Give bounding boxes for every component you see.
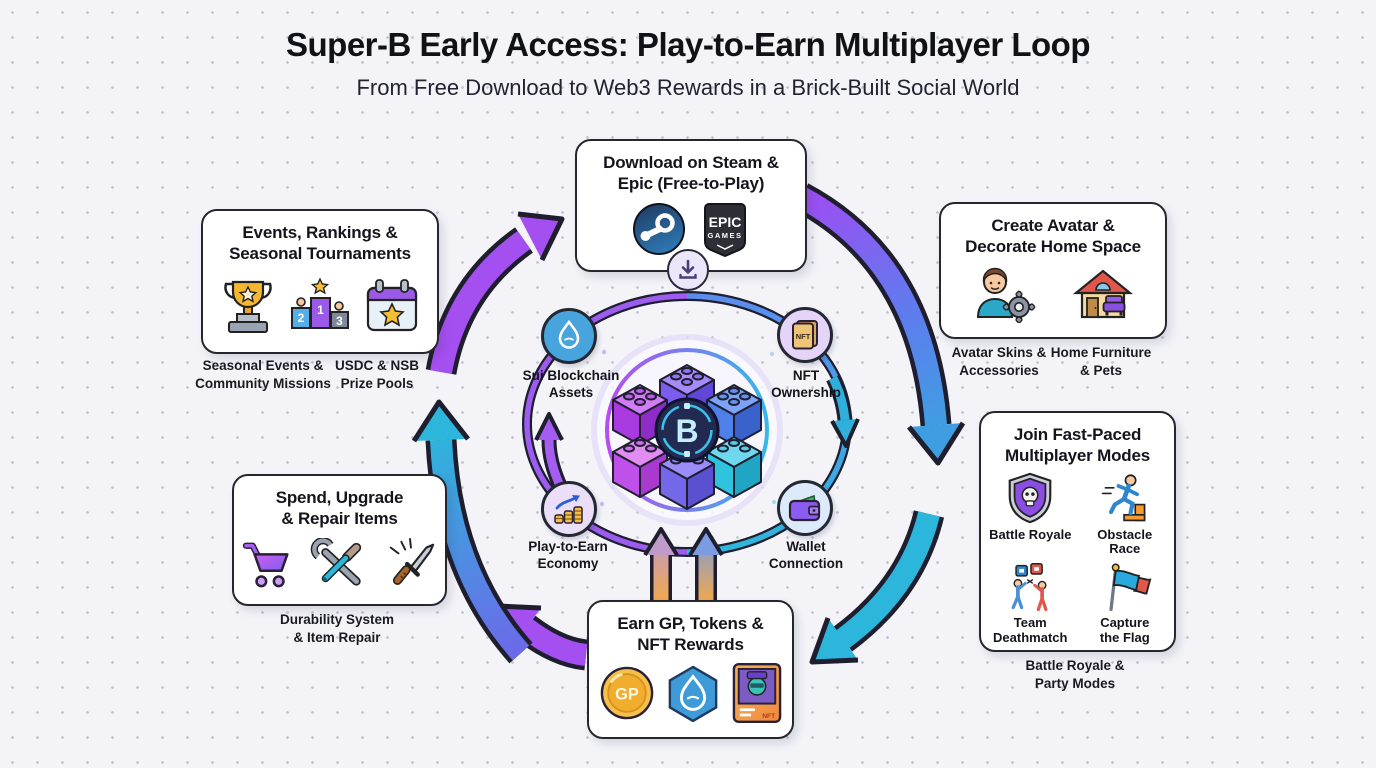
- mode-label-capture-flag: Capture the Flag: [1099, 615, 1150, 646]
- arrow-modes-to-earn: [809, 510, 945, 665]
- team-deathmatch-icon: [1011, 563, 1048, 612]
- epic-games-text: GAMES: [707, 231, 742, 240]
- outer-loop-arrows: [411, 183, 966, 671]
- hub-coin-letter: B: [675, 413, 698, 449]
- page-subtitle: From Free Download to Web3 Rewards in a …: [356, 75, 1020, 100]
- box-spend-upgrade: Spend, Upgrade & Repair Items: [232, 474, 447, 606]
- caption-seasonal-events: Seasonal Events & Community Missions: [195, 358, 331, 391]
- caption-avatar-skins: Avatar Skins & Accessories: [951, 345, 1047, 378]
- ring-arrow-nft-to-wallet: [826, 374, 860, 448]
- page-header: Super-B Early Access: Play-to-Earn Multi…: [0, 26, 1376, 101]
- podium-2: 2: [298, 311, 305, 325]
- nft-docs-icon: NFT: [792, 320, 818, 350]
- caption-home-furniture: Home Furniture & Pets: [1050, 345, 1152, 378]
- avatar-customize-icon: [976, 268, 1036, 324]
- capture-flag-icon: [1109, 563, 1152, 612]
- node-label-economy: Play-to-Earn Economy: [528, 539, 608, 571]
- box-events-rankings: Events, Rankings & Seasonal Tournaments …: [201, 209, 439, 354]
- steam-icon: [633, 203, 685, 256]
- box-spend-title: Spend, Upgrade & Repair Items: [275, 488, 404, 529]
- node-play-to-earn: [541, 481, 597, 537]
- gp-coin-label: GP: [615, 686, 639, 704]
- mode-label-battle-royale: Battle Royale: [989, 526, 1072, 542]
- shopping-cart-icon: [242, 542, 289, 588]
- box-multiplayer-modes: Join Fast-Paced Multiplayer Modes Battle…: [979, 411, 1176, 652]
- mode-capture-the-flag: Capture the Flag: [1082, 561, 1169, 646]
- sui-token-icon: [668, 665, 717, 723]
- caption-durability: Durability System & Item Repair: [279, 612, 395, 645]
- caption-usdc-prize-pools: USDC & NSB Prize Pools: [334, 358, 419, 391]
- central-hub: B: [591, 334, 783, 526]
- download-icon: [679, 259, 697, 279]
- mode-obstacle-race: Obstacle Race: [1082, 471, 1169, 558]
- node-label-nft: NFT Ownership: [771, 368, 841, 400]
- box-modes-title: Join Fast-Paced Multiplayer Modes: [1005, 425, 1150, 466]
- obstacle-race-icon: [1101, 473, 1146, 521]
- arrow-download-to-modes: [793, 183, 966, 466]
- sui-drop-icon: [558, 320, 580, 349]
- arrow-spend-to-events: [411, 399, 533, 664]
- nft-card-icon: NFT: [732, 663, 781, 724]
- box-avatar-title: Create Avatar & Decorate Home Space: [965, 216, 1141, 257]
- page-title: Super-B Early Access: Play-to-Earn Multi…: [286, 26, 1090, 63]
- node-nft-ownership: NFT: [777, 307, 833, 363]
- wallet-icon: [788, 494, 821, 522]
- node-label-wallet: Wallet Connection: [768, 539, 844, 571]
- podium-1: 1: [317, 303, 324, 317]
- download-badge: [667, 249, 709, 291]
- reward-flow-arrows: [643, 527, 724, 601]
- epic-games-icon: EPIC GAMES: [704, 203, 746, 258]
- hub-coin-badge: B: [654, 397, 720, 463]
- repair-tools-icon: [310, 537, 361, 586]
- nft-card-label: NFT: [762, 713, 776, 720]
- mode-battle-royale: Battle Royale: [987, 471, 1074, 558]
- gp-coin-icon: GP: [600, 666, 653, 720]
- epic-text: EPIC: [709, 214, 742, 230]
- box-events-title: Events, Rankings & Seasonal Tournaments: [229, 223, 411, 264]
- mode-team-deathmatch: Team Deathmatch: [987, 561, 1074, 646]
- coins-growth-icon: [554, 495, 583, 524]
- box-earn-rewards: Earn GP, Tokens & NFT Rewards GP: [587, 600, 794, 739]
- calendar-star-icon: [366, 279, 418, 332]
- mode-label-obstacle-race: Obstacle Race: [1097, 526, 1153, 557]
- box-earn-title: Earn GP, Tokens & NFT Rewards: [617, 614, 764, 655]
- caption-battle-royale-party: Battle Royale & Party Modes: [1025, 658, 1125, 691]
- box-create-avatar: Create Avatar & Decorate Home Space: [939, 202, 1167, 339]
- node-wallet-connection: [777, 480, 833, 536]
- box-download-title: Download on Steam & Epic (Free-to-Play): [603, 153, 779, 194]
- nft-docs-label: NFT: [796, 332, 811, 341]
- ranking-podium-icon: 2 1 3: [291, 277, 349, 330]
- node-label-sui: Sui Blockchain Assets: [522, 368, 620, 400]
- battle-royale-icon: [1008, 472, 1052, 523]
- arrow-events-to-download: [425, 211, 565, 375]
- trophy-icon: [224, 281, 272, 334]
- node-sui-blockchain: [541, 308, 597, 364]
- podium-3: 3: [336, 314, 343, 328]
- home-furniture-icon: [1072, 269, 1134, 319]
- broken-sword-icon: [389, 537, 434, 585]
- mode-label-team-deathmatch: Team Deathmatch: [993, 615, 1068, 646]
